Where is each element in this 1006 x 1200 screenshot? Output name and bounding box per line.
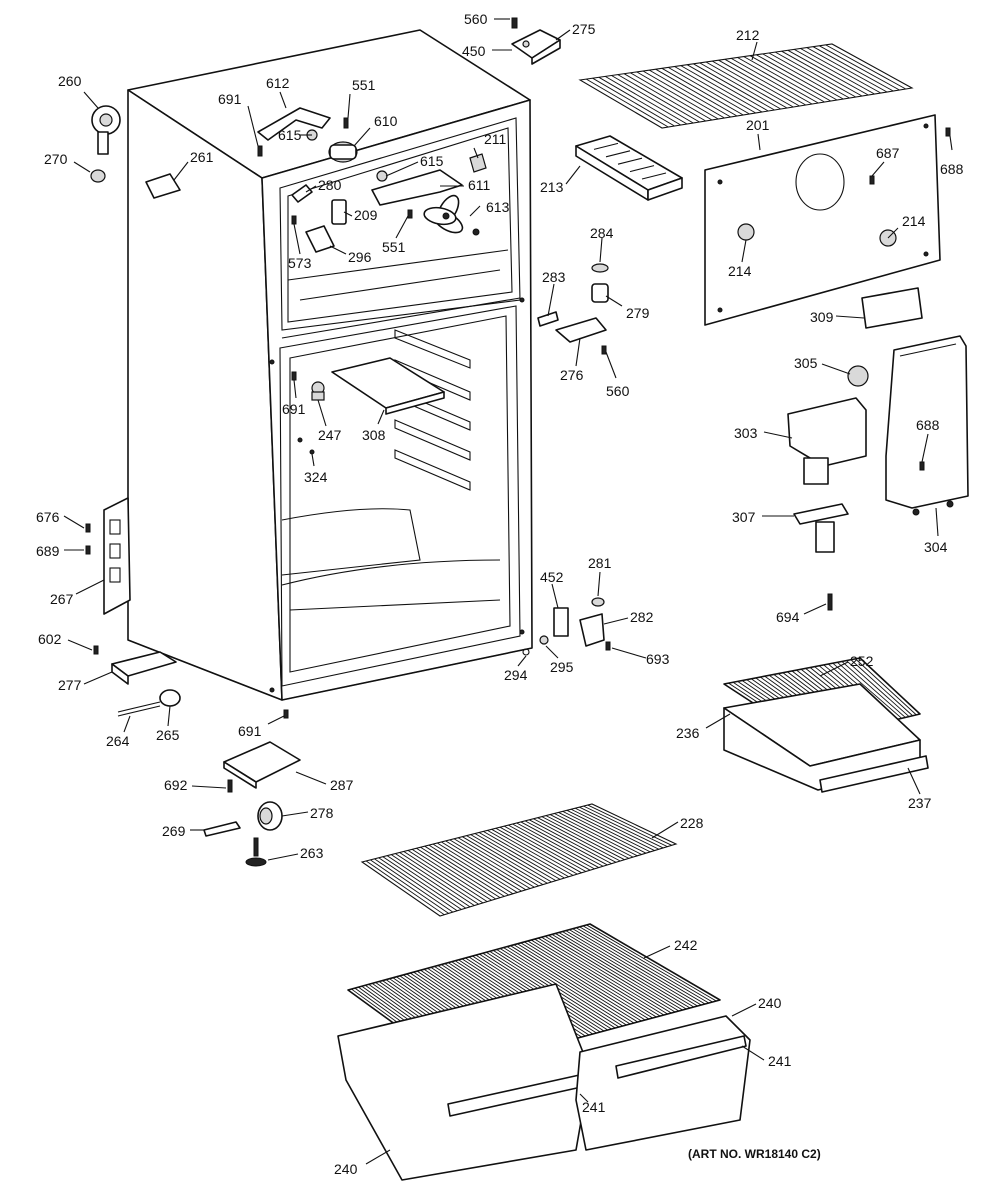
callout-610: 610 bbox=[374, 113, 398, 129]
callout-612: 612 bbox=[266, 75, 290, 91]
callout-573: 573 bbox=[288, 255, 312, 271]
callout-263: 263 bbox=[300, 845, 324, 861]
callout-252: 252 bbox=[850, 653, 874, 669]
callout-282: 282 bbox=[630, 609, 654, 625]
callout-278: 278 bbox=[310, 805, 334, 821]
callout-691: 691 bbox=[238, 723, 262, 739]
callout-237: 237 bbox=[908, 795, 932, 811]
callout-213: 213 bbox=[540, 179, 564, 195]
cabinet bbox=[127, 29, 533, 701]
callout-201: 201 bbox=[746, 117, 770, 133]
art-number: (ART NO. WR18140 C2) bbox=[688, 1147, 821, 1161]
callout-324: 324 bbox=[304, 469, 328, 485]
callout-303: 303 bbox=[734, 425, 758, 441]
side-trim-267 bbox=[85, 497, 131, 615]
callout-308: 308 bbox=[362, 427, 386, 443]
callout-615: 615 bbox=[278, 127, 302, 143]
fresh-food-parts bbox=[291, 357, 445, 455]
callout-277: 277 bbox=[58, 677, 82, 693]
meat-pan-assembly bbox=[723, 657, 929, 793]
lower-hinge-parts bbox=[522, 593, 833, 656]
callout-602: 602 bbox=[38, 631, 62, 647]
callout-560: 560 bbox=[464, 11, 488, 27]
callout-283: 283 bbox=[542, 269, 566, 285]
callout-304: 304 bbox=[924, 539, 948, 555]
callout-265: 265 bbox=[156, 727, 180, 743]
callout-270: 270 bbox=[44, 151, 68, 167]
callout-693: 693 bbox=[646, 651, 670, 667]
callout-676: 676 bbox=[36, 509, 60, 525]
callout-269: 269 bbox=[162, 823, 186, 839]
crisper-assembly bbox=[337, 923, 751, 1181]
callout-615: 615 bbox=[420, 153, 444, 169]
callout-613: 613 bbox=[486, 199, 510, 215]
callout-280: 280 bbox=[318, 177, 342, 193]
callout-labels: 560 275 450 212 260 270 691 612 551 610 … bbox=[36, 11, 964, 1177]
callout-551: 551 bbox=[352, 77, 376, 93]
callout-294: 294 bbox=[504, 667, 528, 683]
callout-261: 261 bbox=[190, 149, 214, 165]
callout-241: 241 bbox=[582, 1099, 606, 1115]
left-hinge-parts bbox=[90, 105, 181, 199]
callout-691: 691 bbox=[282, 401, 306, 417]
callout-211: 211 bbox=[484, 131, 507, 147]
callout-275: 275 bbox=[572, 21, 596, 37]
callout-241: 241 bbox=[768, 1053, 792, 1069]
callout-287: 287 bbox=[330, 777, 354, 793]
callout-452: 452 bbox=[540, 569, 564, 585]
callout-450: 450 bbox=[462, 43, 486, 59]
callout-242: 242 bbox=[674, 937, 698, 953]
callout-284: 284 bbox=[590, 225, 614, 241]
leader-lines bbox=[63, 18, 953, 1165]
callout-276: 276 bbox=[560, 367, 584, 383]
top-hinge bbox=[511, 17, 561, 65]
callout-214: 214 bbox=[902, 213, 926, 229]
callout-307: 307 bbox=[732, 509, 756, 525]
callout-267: 267 bbox=[50, 591, 74, 607]
callout-309: 309 bbox=[810, 309, 834, 325]
label-309 bbox=[861, 287, 923, 329]
callout-247: 247 bbox=[318, 427, 342, 443]
callout-694: 694 bbox=[776, 609, 800, 625]
callout-691: 691 bbox=[218, 91, 242, 107]
callout-687: 687 bbox=[876, 145, 900, 161]
callout-551: 551 bbox=[382, 239, 406, 255]
callout-296: 296 bbox=[348, 249, 372, 265]
callout-692: 692 bbox=[164, 777, 188, 793]
freezer-components bbox=[257, 107, 487, 253]
callout-611: 611 bbox=[468, 177, 491, 193]
callout-688: 688 bbox=[940, 161, 964, 177]
dispenser-parts bbox=[787, 335, 969, 553]
fan-blade bbox=[423, 194, 464, 234]
ice-tray bbox=[575, 135, 683, 201]
callout-305: 305 bbox=[794, 355, 818, 371]
callout-212: 212 bbox=[736, 27, 760, 43]
callout-209: 209 bbox=[354, 207, 378, 223]
callout-560: 560 bbox=[606, 383, 630, 399]
callout-214: 214 bbox=[728, 263, 752, 279]
fresh-food-wire-shelf bbox=[360, 803, 678, 917]
callout-228: 228 bbox=[680, 815, 704, 831]
callout-240: 240 bbox=[758, 995, 782, 1011]
callout-279: 279 bbox=[626, 305, 650, 321]
callout-688: 688 bbox=[916, 417, 940, 433]
center-hinge bbox=[537, 263, 609, 355]
callout-281: 281 bbox=[588, 555, 612, 571]
callout-260: 260 bbox=[58, 73, 82, 89]
callout-240: 240 bbox=[334, 1161, 358, 1177]
callout-264: 264 bbox=[106, 733, 130, 749]
callout-689: 689 bbox=[36, 543, 60, 559]
freezer-wire-shelf bbox=[578, 43, 914, 129]
callout-295: 295 bbox=[550, 659, 574, 675]
rollers-leveling bbox=[203, 741, 301, 867]
callout-236: 236 bbox=[676, 725, 700, 741]
bottom-hinge bbox=[93, 645, 289, 719]
